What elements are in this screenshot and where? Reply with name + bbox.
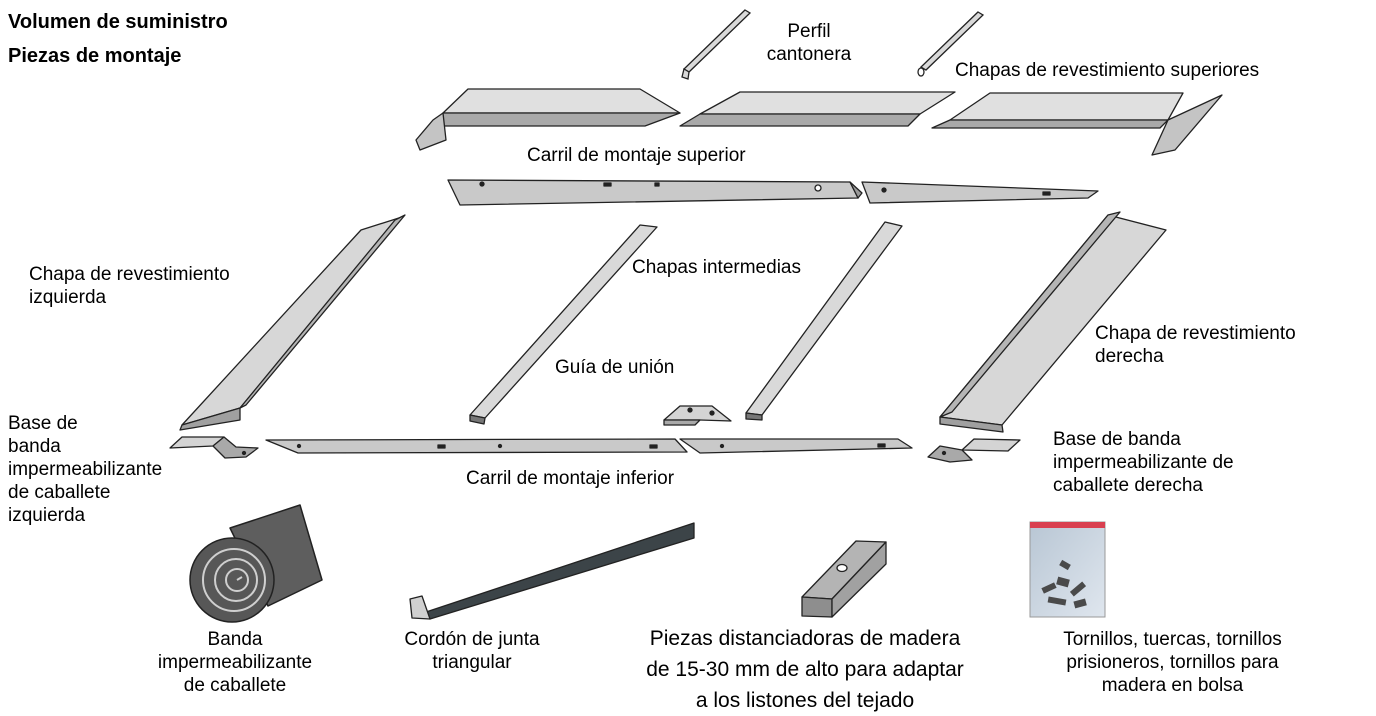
label-perfil-line1: Perfil (787, 21, 831, 42)
label-base-der-line2: impermeabilizante de (1053, 452, 1234, 473)
label-piezas-distanciadoras: Piezas distanciadoras de madera de 15-30… (580, 623, 1030, 716)
label-base-izq-line2: banda (8, 436, 61, 457)
label-base-izq-line4: de caballete (8, 482, 111, 503)
label-cordon-line2: triangular (432, 652, 512, 673)
title-piezas-de-montaje: Piezas de montaje (8, 45, 182, 67)
label-chapa-izquierda-line1: Chapa de revestimiento (29, 264, 230, 285)
lower-mounting-rail (265, 438, 913, 454)
label-tornillos: Tornillos, tuercas, tornillos prisionero… (1005, 628, 1340, 697)
upper-sheet-left (415, 88, 681, 151)
ridge-flashing-base-left (169, 436, 259, 459)
right-cladding-sheet (939, 211, 1167, 433)
label-base-izq-line1: Base de (8, 413, 78, 434)
label-cordon-line1: Cordón de junta (404, 629, 540, 650)
corner-profile-left (681, 9, 752, 80)
label-piezas-line3: a los listones del tejado (695, 689, 915, 712)
label-banda-line2: impermeabilizante (157, 652, 313, 673)
wooden-spacer (801, 540, 887, 618)
label-tornillos-line1: Tornillos, tuercas, tornillos (1063, 629, 1282, 650)
label-piezas-line2: de 15-30 mm de alto para adaptar (646, 658, 964, 681)
label-guia-union: Guía de unión (555, 357, 675, 378)
label-cantonera-line2: cantonera (766, 44, 852, 65)
label-chapa-derecha: Chapa de revestimiento derecha (1095, 322, 1296, 368)
label-piezas-line1: Piezas distanciadoras de madera (649, 627, 961, 650)
label-tornillos-line2: prisioneros, tornillos para (1066, 652, 1279, 673)
label-banda-line1: Banda (207, 629, 263, 650)
intermediate-sheet-left (469, 224, 658, 425)
left-cladding-sheet (179, 214, 406, 431)
label-base-derecha: Base de banda impermeabilizante de cabal… (1053, 428, 1234, 497)
label-chapas-superiores: Chapas de revestimiento superiores (955, 60, 1260, 81)
intermediate-sheet-right (745, 221, 903, 421)
label-base-izq-line3: impermeabilizante (8, 459, 163, 480)
label-chapa-izquierda-line2: izquierda (29, 287, 107, 308)
label-base-der-line1: Base de banda (1053, 429, 1181, 450)
label-chapa-derecha-line2: derecha (1095, 346, 1164, 367)
corner-profile-right (917, 11, 985, 77)
upper-sheet-right (931, 92, 1223, 156)
label-banda: Banda impermeabilizante de caballete (135, 628, 335, 697)
upper-sheet-middle (679, 91, 956, 127)
label-cordon: Cordón de junta triangular (372, 628, 572, 674)
screw-bag (1029, 521, 1106, 618)
label-base-izq-line5: izquierda (8, 505, 86, 526)
label-chapa-izquierda: Chapa de revestimiento izquierda (29, 263, 230, 309)
label-carril-superior: Carril de montaje superior (527, 145, 746, 166)
title-volumen-de-suministro: Volumen de suministro (8, 11, 228, 33)
label-chapas-intermedias: Chapas intermedias (632, 257, 801, 278)
label-base-izquierda: Base de banda impermeabilizante de cabal… (8, 412, 162, 527)
ridge-flashing-roll (189, 504, 323, 623)
ridge-flashing-base-right (927, 438, 1021, 463)
label-chapa-derecha-line1: Chapa de revestimiento (1095, 323, 1296, 344)
label-perfil-cantonera: Perfil cantonera (766, 20, 852, 66)
label-tornillos-line3: madera en bolsa (1101, 675, 1244, 696)
label-carril-inferior: Carril de montaje inferior (466, 468, 675, 489)
joining-guide (663, 405, 732, 426)
upper-mounting-rail (447, 179, 1099, 206)
label-base-der-line3: caballete derecha (1053, 475, 1203, 496)
triangular-joint-cord (409, 522, 695, 620)
label-banda-line3: de caballete (183, 675, 287, 696)
